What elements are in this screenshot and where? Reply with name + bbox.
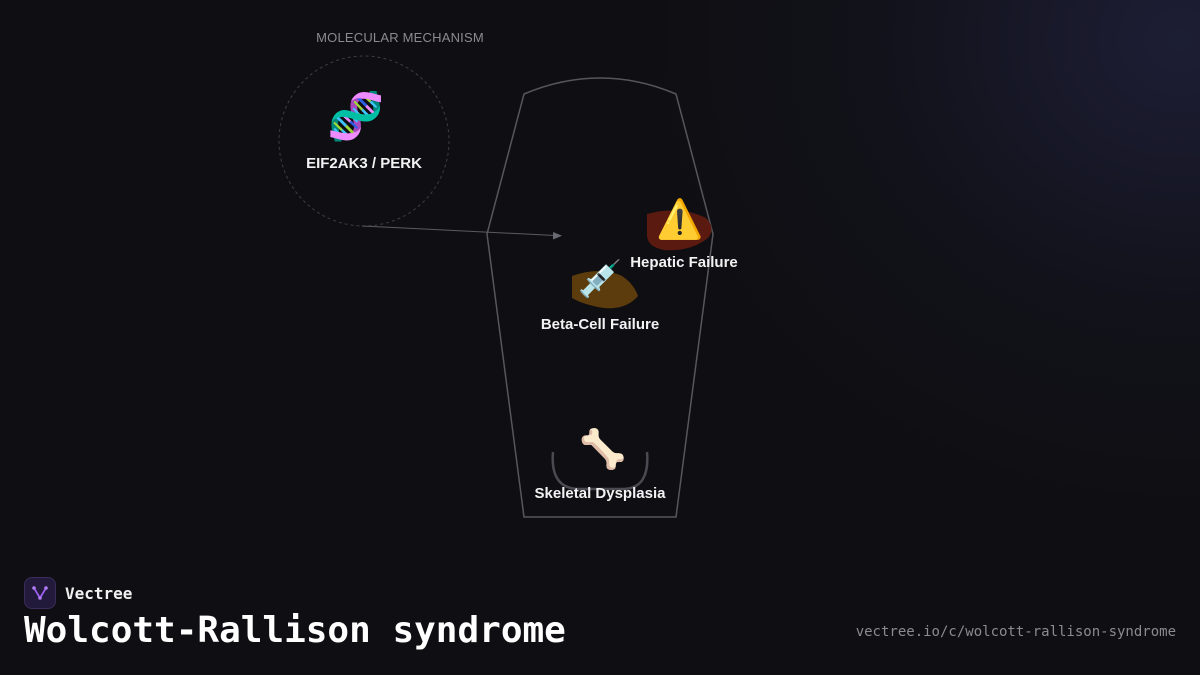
warning-icon: ⚠️ xyxy=(656,197,704,241)
pancreas-shape xyxy=(572,271,638,309)
page-url[interactable]: vectree.io/c/wolcott-rallison-syndrome xyxy=(855,624,1176,640)
bone-icon: 🦴 xyxy=(579,427,627,471)
skeletal-dysplasia-label: Skeletal Dysplasia xyxy=(534,485,666,502)
vectree-logo-icon xyxy=(24,577,56,609)
mechanism-section-title: MOLECULAR MECHANISM xyxy=(316,30,484,45)
body-outline xyxy=(486,77,714,518)
pelvis-arc xyxy=(551,451,649,491)
page-title: Wolcott-Rallison syndrome xyxy=(24,610,566,651)
connector-arrowhead xyxy=(553,232,562,240)
beta-cell-failure-label: Beta-Cell Failure xyxy=(540,316,660,333)
dna-icon: 🧬 xyxy=(327,89,385,143)
brand-name: Vectree xyxy=(65,583,133,603)
liver-shape xyxy=(647,210,712,251)
mechanism-connector xyxy=(361,225,556,236)
brand: Vectree xyxy=(24,577,132,609)
hepatic-failure-label: Hepatic Failure xyxy=(630,254,738,271)
gene-label: EIF2AK3 / PERK xyxy=(306,155,422,172)
syringe-icon: 💉 xyxy=(577,259,623,300)
